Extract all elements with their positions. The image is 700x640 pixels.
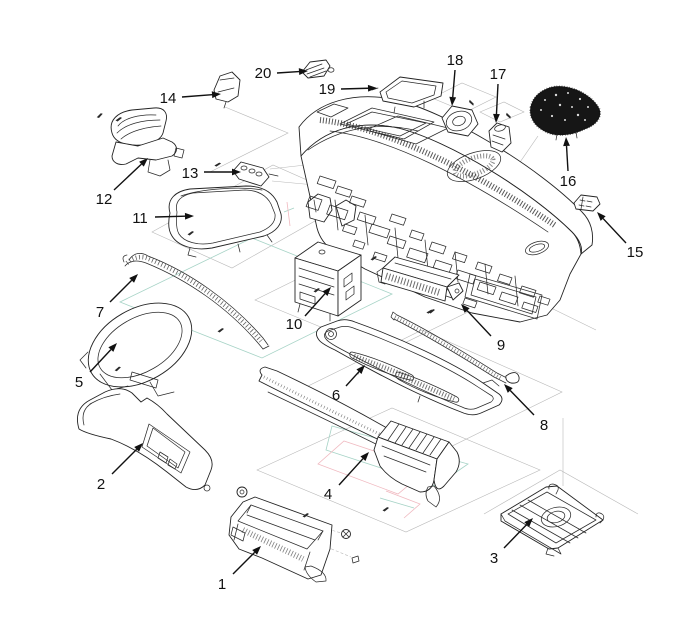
screw-fasteners — [96, 99, 511, 518]
part-11-illustration — [168, 185, 282, 258]
callout-20-arrowhead — [298, 68, 308, 75]
screw-icon — [302, 513, 310, 518]
part-15-illustration — [573, 194, 601, 212]
callout-1-label: 1 — [218, 576, 226, 593]
callout-8-leader — [509, 389, 535, 416]
callout-10-leader — [304, 293, 326, 317]
callout-18-arrowhead — [449, 96, 457, 106]
part-14-illustration — [213, 71, 241, 109]
part-12-illustration — [110, 107, 185, 177]
screw-icon — [114, 366, 121, 372]
callout-14-leader — [181, 93, 213, 98]
callout-7-label: 7 — [96, 304, 104, 321]
callout-19-label: 19 — [319, 81, 336, 98]
callout-4-leader — [338, 458, 364, 486]
callout-15-arrowhead — [597, 212, 606, 221]
callout-20-leader — [276, 70, 300, 74]
callout-11-arrowhead — [184, 212, 194, 220]
part-6-illustration — [316, 319, 503, 416]
callout-19-arrowhead — [367, 84, 377, 92]
part-1-illustration — [228, 486, 360, 583]
callout-3-arrowhead — [524, 518, 533, 527]
part-18-illustration — [441, 105, 479, 137]
screw-icon — [217, 328, 225, 333]
callout-14-label: 14 — [160, 90, 177, 107]
callout-6-label: 6 — [332, 387, 340, 404]
part-19-illustration — [371, 76, 444, 114]
screw-icon — [506, 112, 511, 119]
part-3-illustration — [500, 483, 605, 557]
callout-5-label: 5 — [75, 374, 83, 391]
callout-18-label: 18 — [447, 52, 464, 69]
screw-icon — [96, 113, 103, 118]
callout-4-label: 4 — [324, 486, 332, 503]
callout-11-leader — [154, 215, 186, 218]
callout-15-leader — [602, 218, 627, 244]
callout-16-arrowhead — [563, 137, 570, 147]
callout-12-label: 12 — [96, 191, 113, 208]
screw-icon — [382, 507, 390, 512]
callout-17-arrowhead — [493, 113, 500, 123]
callout-1-arrowhead — [252, 546, 261, 555]
callout-1-leader — [232, 551, 256, 575]
part-17-illustration — [488, 122, 512, 153]
screw-icon — [426, 309, 434, 314]
screw-icon — [115, 117, 123, 122]
screw-icon — [214, 162, 222, 167]
main-crashpad-assembly-illustration — [298, 96, 593, 323]
dash-inner-struts — [305, 175, 551, 313]
callout-6-leader — [345, 371, 360, 387]
part-10-illustration — [294, 241, 362, 322]
callout-5-leader — [89, 349, 112, 373]
callout-14-arrowhead — [211, 91, 221, 99]
callout-7-arrowhead — [129, 274, 138, 283]
callout-10-arrowhead — [322, 287, 331, 296]
callout-17-leader — [495, 83, 499, 115]
part-9-illustration — [376, 256, 464, 302]
callout-17-label: 17 — [490, 66, 507, 83]
callout-4-arrowhead — [360, 452, 369, 461]
callout-20-label: 20 — [255, 65, 272, 82]
part-2-illustration — [76, 388, 213, 492]
screw-icon — [187, 231, 195, 236]
part-8-illustration — [390, 311, 520, 384]
callout-9-label: 9 — [497, 337, 505, 354]
callout-8-arrowhead — [504, 384, 513, 393]
part-7-illustration — [122, 253, 270, 350]
callout-11-label: 11 — [132, 210, 148, 227]
callout-7-leader — [109, 279, 133, 303]
callout-2-arrowhead — [134, 443, 143, 452]
callout-9-leader — [466, 310, 492, 337]
callout-13-label: 13 — [182, 165, 199, 182]
callout-8-label: 8 — [540, 417, 548, 434]
callout-5-arrowhead — [108, 343, 117, 352]
callout-2-leader — [111, 448, 138, 475]
callout-16-label: 16 — [560, 173, 577, 190]
callout-9-arrowhead — [461, 304, 470, 313]
screw-icon — [370, 256, 378, 261]
callout-18-leader — [452, 69, 456, 98]
part-5-illustration — [79, 302, 193, 397]
part-16-illustration — [529, 85, 601, 141]
callout-13-arrowhead — [232, 168, 241, 176]
callout-3-leader — [503, 523, 528, 549]
screw-icon — [469, 99, 474, 106]
callout-6-arrowhead — [356, 365, 365, 374]
screw-icon — [313, 288, 321, 293]
callout-15-label: 15 — [627, 244, 644, 261]
callout-2-label: 2 — [97, 476, 105, 493]
part-20-illustration — [301, 59, 335, 79]
part-13-illustration — [232, 161, 279, 187]
callout-10-label: 10 — [286, 316, 303, 333]
part-4-illustration — [258, 366, 460, 508]
callout-19-leader — [340, 87, 369, 90]
callout-16-leader — [565, 145, 569, 172]
callout-12-arrowhead — [139, 158, 148, 167]
callout-3-label: 3 — [490, 550, 498, 567]
callout-12-leader — [113, 163, 142, 191]
